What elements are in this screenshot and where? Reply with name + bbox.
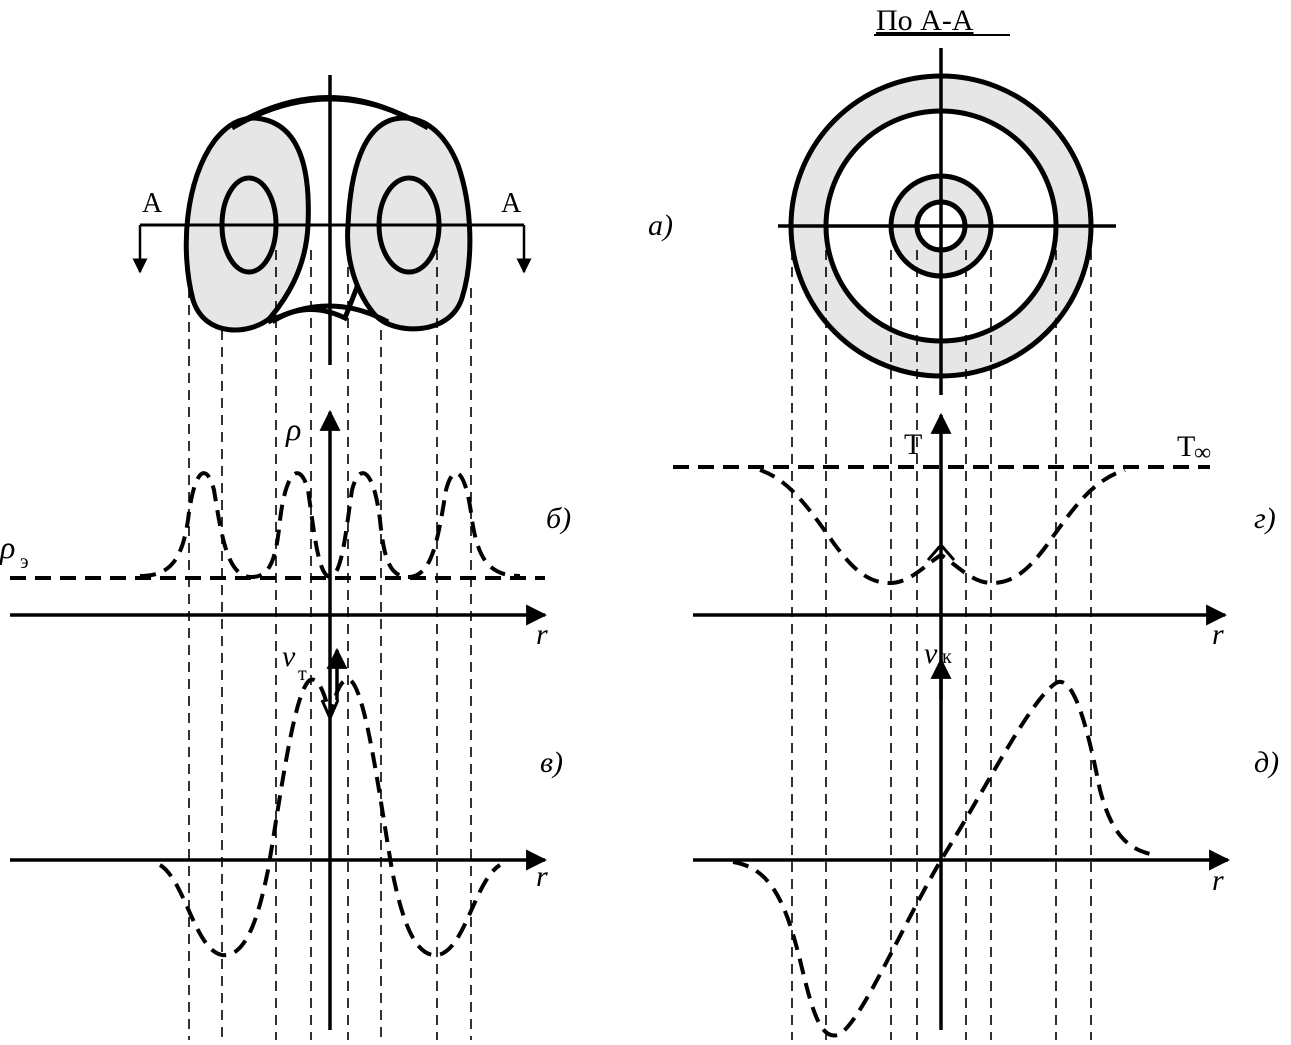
panel-label-d: д) — [1254, 746, 1279, 779]
section-title: По А-А — [876, 4, 974, 37]
vt-curve — [158, 677, 502, 958]
density-r-label: r — [536, 618, 548, 651]
rho-e-subscript: э — [20, 551, 29, 573]
vk-axis-subscript: к — [942, 646, 952, 668]
temperature-plot: T T ∞ r — [673, 412, 1228, 1030]
vk-axis-label: v — [924, 637, 938, 670]
radial-velocity-plot: v к r — [693, 637, 1231, 1038]
vk-r-label: r — [1212, 864, 1224, 897]
panel-label-g: г) — [1254, 502, 1276, 535]
right-guides — [791, 250, 1092, 1040]
tangential-velocity-plot: v т r — [10, 640, 548, 958]
density-plot: ρ ρ э r — [0, 409, 548, 1030]
temp-r-label: r — [1212, 618, 1224, 651]
section-marker-left: А — [142, 188, 163, 219]
temp-curve — [759, 468, 1126, 586]
right-vortex-core — [345, 115, 473, 332]
T-inf-subscript: ∞ — [1194, 440, 1211, 466]
rho-e-label: ρ — [0, 529, 15, 565]
T-inf-label: T — [1177, 430, 1195, 463]
rho-axis-label: ρ — [285, 411, 301, 447]
left-guides — [188, 250, 472, 1040]
temp-center-arrow — [926, 542, 956, 561]
vt-axis-label: v — [282, 640, 296, 673]
vt-r-label: r — [536, 860, 548, 893]
panel-label-b: б) — [546, 502, 571, 535]
T-axis-label: T — [904, 428, 922, 461]
panel-label-a: а) — [648, 209, 673, 242]
panel-label-v: в) — [540, 746, 563, 779]
vk-curve — [732, 679, 1156, 1038]
section-marker-right: А — [501, 188, 522, 219]
section-view: По А-А — [778, 4, 1116, 395]
vt-axis-subscript: т — [298, 663, 307, 685]
density-curve — [139, 471, 521, 580]
vortex-ring-section: А А — [132, 75, 532, 365]
